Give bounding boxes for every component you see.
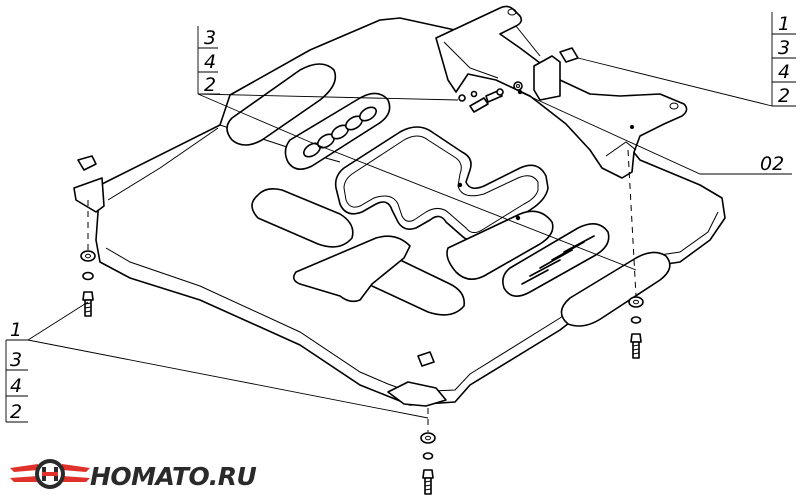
upper-vent-panel bbox=[284, 92, 391, 170]
callout-top-left: 3 4 2 bbox=[197, 26, 220, 96]
homato-logo-text: HOMATO.RU bbox=[90, 462, 257, 491]
callout-part-02: 02 bbox=[760, 153, 784, 175]
callout-bl-4: 2 bbox=[10, 401, 22, 423]
leader-lines bbox=[27, 57, 792, 419]
front-fold-line bbox=[107, 127, 219, 201]
callout-tr-1: 1 bbox=[778, 13, 790, 35]
callout-bl-3: 4 bbox=[10, 375, 22, 397]
callout-tr-2: 3 bbox=[778, 37, 790, 59]
homato-logo-emblem bbox=[10, 459, 90, 489]
callout-tr-4: 2 bbox=[778, 85, 790, 107]
skid-plate-rim bbox=[105, 211, 719, 393]
fastener-rear-center bbox=[417, 351, 436, 495]
fastener-bracket-top bbox=[457, 47, 634, 221]
rear-recess bbox=[292, 235, 411, 303]
homato-logo[interactable]: HOMATO.RU bbox=[10, 459, 257, 491]
callout-tl-3: 2 bbox=[204, 74, 216, 96]
stiffening-ribs bbox=[226, 63, 671, 327]
callout-bl-2: 3 bbox=[10, 349, 22, 371]
callout-bottom-left: 1 3 4 2 bbox=[5, 319, 28, 423]
serpentine-rib-inner bbox=[343, 135, 539, 234]
lower-vent-panel bbox=[502, 223, 610, 297]
callout-tr-3: 4 bbox=[778, 61, 790, 83]
mounting-bracket bbox=[435, 5, 688, 179]
rear-center-bracket bbox=[387, 381, 447, 407]
callout-top-right: 1 3 4 2 bbox=[771, 12, 796, 107]
callout-tl-2: 4 bbox=[204, 51, 216, 73]
fastener-rear-right bbox=[627, 149, 644, 359]
front-left-bracket bbox=[73, 177, 105, 213]
fastener-front-left bbox=[77, 155, 97, 317]
callout-bl-1: 1 bbox=[10, 319, 22, 341]
lower-rib bbox=[446, 210, 554, 280]
callout-tl-1: 3 bbox=[204, 27, 216, 49]
